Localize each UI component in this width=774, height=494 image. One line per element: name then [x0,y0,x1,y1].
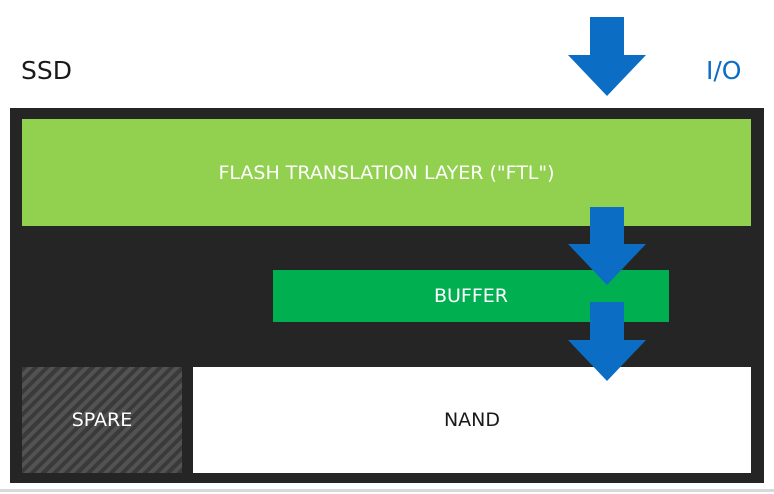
ftl-label: FLASH TRANSLATION LAYER ("FTL") [218,161,555,184]
spare-label: SPARE [71,409,133,431]
buffer-block: BUFFER [273,270,669,322]
ftl-block: FLASH TRANSLATION LAYER ("FTL") [22,119,751,226]
io-in-arrow-icon [568,17,646,96]
buffer-label: BUFFER [433,285,508,307]
ssd-label: SSD [21,56,72,85]
nand-block: NAND [193,367,751,473]
bottom-divider [0,489,774,492]
spare-block: SPARE [22,367,182,473]
nand-label: NAND [443,409,501,431]
io-label: I/O [706,56,742,85]
